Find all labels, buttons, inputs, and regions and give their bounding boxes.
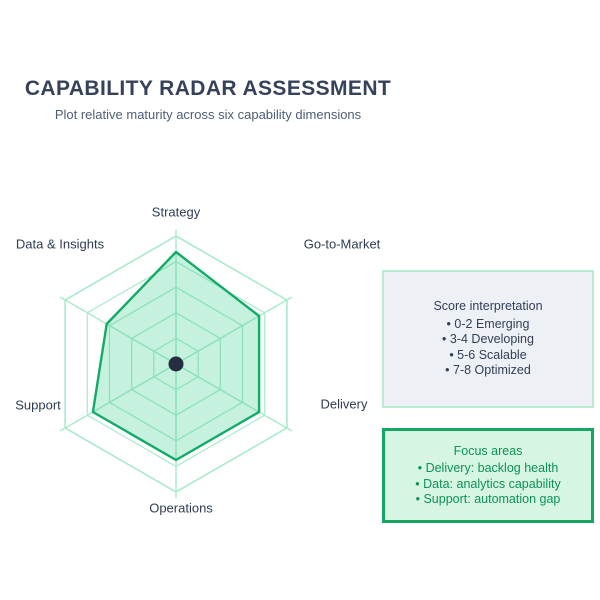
radar-spoke <box>59 363 177 432</box>
focus-item: Data: analytics capability <box>415 477 561 493</box>
axis-label-strategy: Strategy <box>151 204 201 220</box>
focus-areas-panel: Focus areas Delivery: backlog health Dat… <box>382 428 594 523</box>
axis-label-support: Support <box>15 397 61 413</box>
focus-item: Delivery: backlog health <box>418 461 559 477</box>
page-title: CAPABILITY RADAR ASSESSMENT <box>24 77 392 100</box>
score-item: 7-8 Optimized <box>445 363 531 379</box>
radar-svg <box>59 230 293 498</box>
score-panel-title: Score interpretation <box>433 299 543 314</box>
radar-center-dot <box>168 356 184 372</box>
axis-label-operations: Operations <box>149 500 213 516</box>
radar-spoke <box>175 363 293 432</box>
score-interpretation-panel: Score interpretation 0-2 Emerging 3-4 De… <box>382 270 594 408</box>
score-item: 5-6 Scalable <box>449 348 527 364</box>
header: CAPABILITY RADAR ASSESSMENT Plot relativ… <box>8 76 408 123</box>
radar-spoke <box>59 296 177 365</box>
score-item: 3-4 Developing <box>442 332 534 348</box>
axis-label-data-insights: Data & Insights <box>15 236 105 252</box>
axis-label-go-to-market: Go-to-Market <box>303 236 381 252</box>
score-item: 0-2 Emerging <box>447 317 529 333</box>
radar-chart: Strategy Go-to-Market Delivery Operation… <box>0 190 380 530</box>
radar-data-polygon <box>91 250 261 462</box>
axis-label-delivery: Delivery <box>320 396 368 412</box>
focus-item: Support: automation gap <box>416 492 560 508</box>
radar-spoke <box>175 296 293 365</box>
page-subtitle: Plot relative maturity across six capabi… <box>54 107 362 122</box>
focus-panel-title: Focus areas <box>453 443 523 458</box>
